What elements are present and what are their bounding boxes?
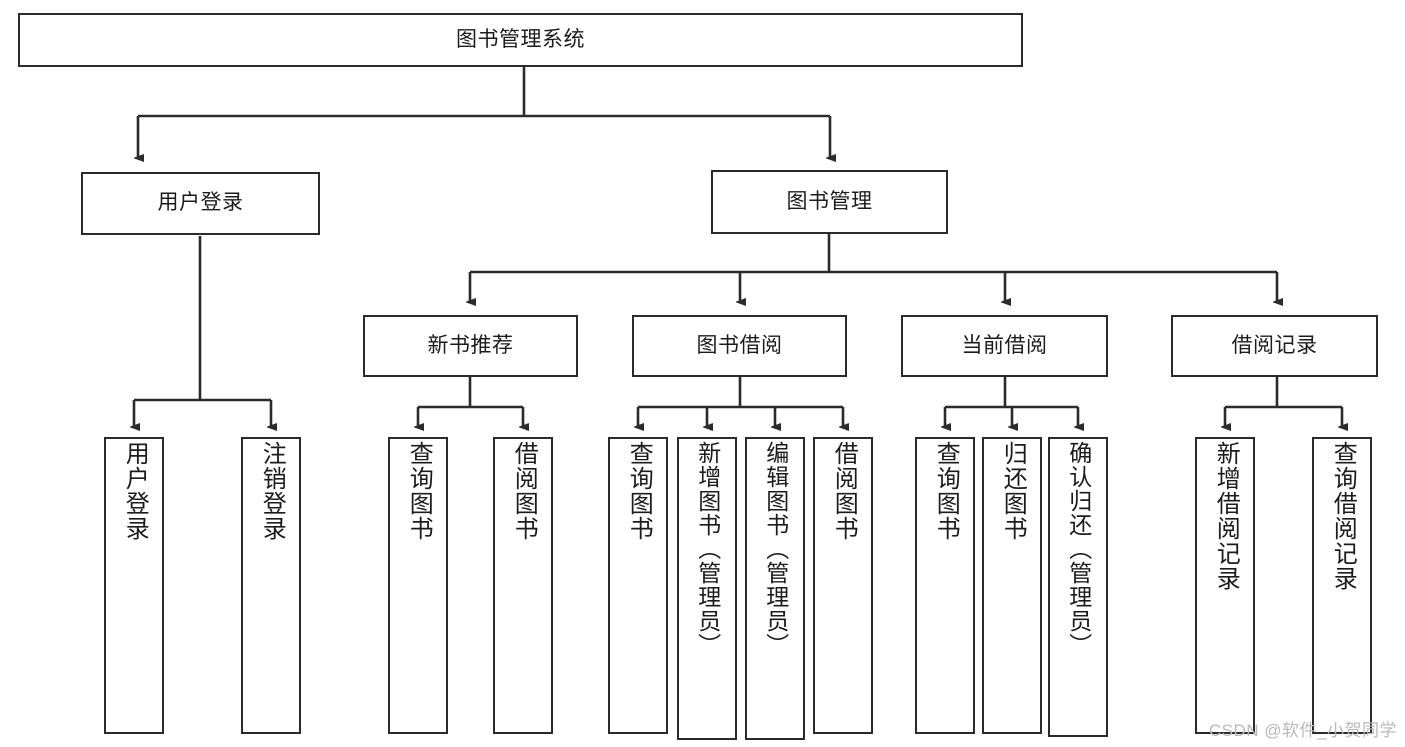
leaf-logout[interactable]: 注销登录 <box>241 437 301 734</box>
node-book-borrow[interactable]: 图书借阅 <box>632 315 847 377</box>
node-label: 查询图书 <box>405 441 433 541</box>
node-label: 图书管理系统 <box>456 27 585 51</box>
leaf-return-book[interactable]: 归还图书 <box>982 437 1042 734</box>
leaf-borrow-book[interactable]: 借阅图书 <box>813 437 873 734</box>
watermark: CSDN @软件_小贺同学 <box>1208 721 1397 740</box>
node-label: 图书借阅 <box>696 333 783 357</box>
node-label: 注销登录 <box>258 441 286 541</box>
leaf-query-book-borrow[interactable]: 查询图书 <box>608 437 668 734</box>
node-label: 借阅记录 <box>1231 333 1318 357</box>
node-label: 借阅图书 <box>510 441 538 541</box>
node-label: 用户登录 <box>157 191 244 215</box>
node-current-borrow[interactable]: 当前借阅 <box>901 315 1108 377</box>
leaf-borrow-book-newbook[interactable]: 借阅图书 <box>493 437 553 734</box>
leaf-query-book-newbook[interactable]: 查询图书 <box>388 437 448 734</box>
leaf-query-book-current[interactable]: 查询图书 <box>915 437 975 734</box>
node-label: 借阅图书 <box>830 441 858 541</box>
node-user-login[interactable]: 用户登录 <box>81 172 320 235</box>
node-label: 查询借阅记录 <box>1329 441 1357 591</box>
leaf-user-login[interactable]: 用户登录 <box>104 437 164 734</box>
node-label: 编辑图书（管理员） <box>762 441 789 657</box>
node-label: 查询图书 <box>625 441 653 541</box>
leaf-edit-book-admin[interactable]: 编辑图书（管理员） <box>745 437 805 740</box>
node-book-management[interactable]: 图书管理 <box>711 170 948 234</box>
node-label: 归还图书 <box>999 441 1027 541</box>
leaf-confirm-return-admin[interactable]: 确认归还（管理员） <box>1048 437 1108 737</box>
node-label: 图书管理 <box>786 189 873 213</box>
node-label: 新增图书（管理员） <box>694 441 721 657</box>
node-label: 新增借阅记录 <box>1212 441 1240 591</box>
leaf-query-borrow-record[interactable]: 查询借阅记录 <box>1312 437 1372 734</box>
node-new-book-recommendation[interactable]: 新书推荐 <box>363 315 578 377</box>
node-root-system[interactable]: 图书管理系统 <box>18 13 1023 67</box>
node-borrow-record[interactable]: 借阅记录 <box>1171 315 1378 377</box>
node-label: 新书推荐 <box>427 333 514 357</box>
node-label: 确认归还（管理员） <box>1065 441 1092 657</box>
node-label: 当前借阅 <box>961 333 1048 357</box>
leaf-add-book-admin[interactable]: 新增图书（管理员） <box>677 437 737 740</box>
leaf-add-borrow-record[interactable]: 新增借阅记录 <box>1195 437 1255 734</box>
node-label: 用户登录 <box>121 441 149 541</box>
node-label: 查询图书 <box>932 441 960 541</box>
